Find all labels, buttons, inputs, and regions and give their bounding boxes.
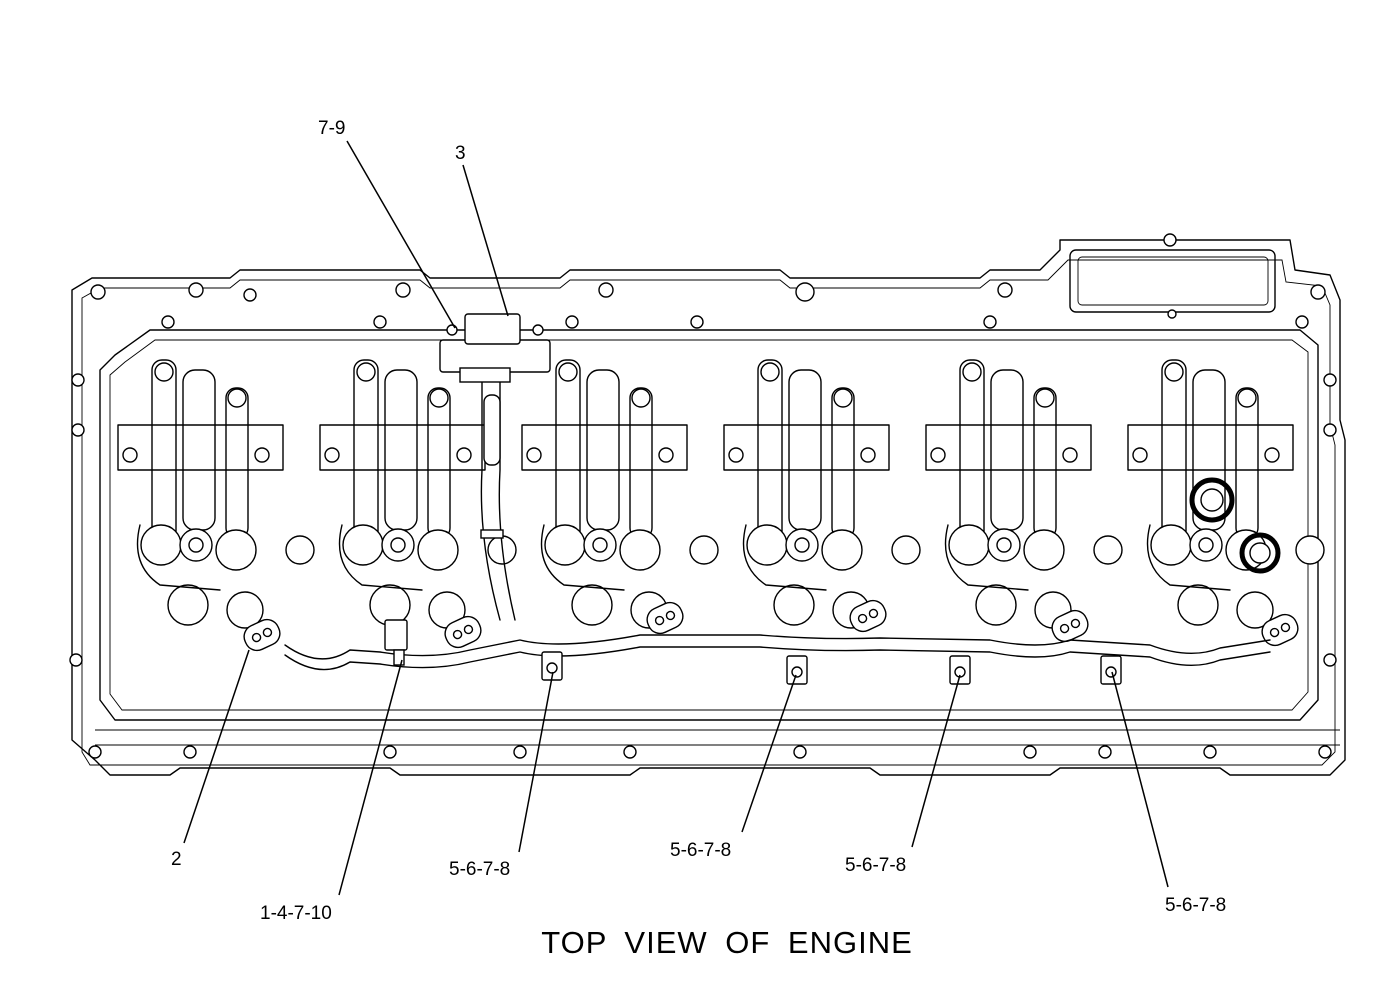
leader-7-9 [346, 140, 456, 329]
leader-2 [183, 649, 250, 844]
leader-5-6-7-8-c [911, 674, 961, 848]
harness-clips [384, 619, 1122, 685]
callout-5-6-7-8-a: 5-6-7-8 [449, 859, 510, 880]
cylinder-3 [521, 359, 719, 629]
wiring-harness [284, 313, 1271, 671]
figure-caption: TOP VIEW OF ENGINE [541, 925, 913, 960]
leader-1-4-7-10 [338, 659, 403, 896]
cylinder-2 [319, 359, 517, 629]
callout-7-9: 7-9 [318, 118, 345, 139]
callout-3: 3 [455, 143, 466, 164]
injector-connectors [243, 599, 1299, 652]
leader-lines [183, 140, 1169, 896]
cylinder-4 [723, 359, 921, 629]
leader-5-6-7-8-d [1111, 671, 1169, 888]
cylinder-assemblies [117, 359, 1325, 629]
callout-5-6-7-8-d: 5-6-7-8 [1165, 895, 1226, 916]
callout-1-4-7-10: 1-4-7-10 [260, 903, 332, 924]
cylinder-head-outline [71, 239, 1346, 776]
perimeter-bolts [69, 233, 1337, 759]
callout-5-6-7-8-b: 5-6-7-8 [670, 840, 731, 861]
leader-3 [462, 164, 509, 317]
callout-labels: 7-9 3 2 1-4-7-10 5-6-7-8 5-6-7-8 5-6-7-8… [171, 118, 1226, 924]
leader-5-6-7-8-b [741, 674, 797, 833]
cylinder-6 [1127, 359, 1325, 629]
cylinder-5 [925, 359, 1123, 629]
callout-5-6-7-8-c: 5-6-7-8 [845, 855, 906, 876]
cylinder-1 [117, 359, 315, 629]
leader-5-6-7-8-a [518, 671, 554, 853]
callout-2: 2 [171, 849, 182, 870]
